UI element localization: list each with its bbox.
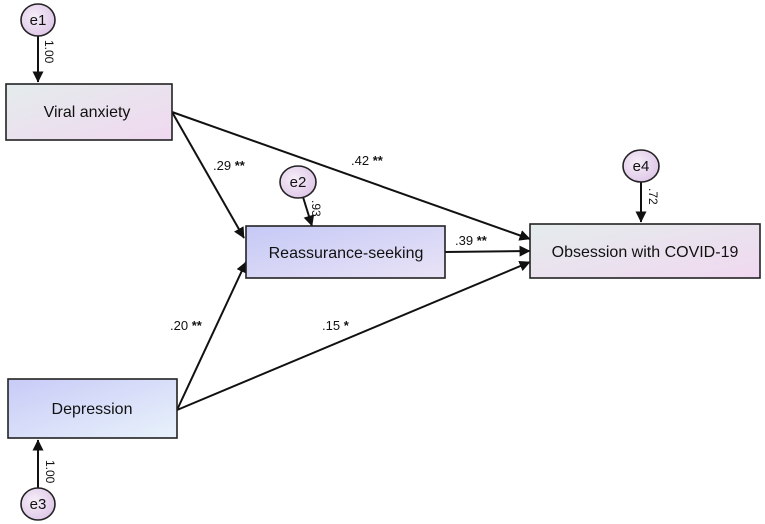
node-viral-anxiety: Viral anxiety — [5, 83, 173, 141]
svg-text:.15 *: .15 * — [322, 318, 350, 333]
path-viral-to-obsession — [171, 111, 531, 241]
error-e1-label: e1 — [30, 12, 47, 29]
error-e4-label: e4 — [633, 158, 650, 175]
path-viral-to-reassurance — [171, 111, 245, 239]
coef-viral-to-reassurance-sig: ** — [235, 158, 246, 173]
variance-e2: .93 — [309, 200, 323, 217]
coef-depression-to-obsession: .15 * — [322, 318, 350, 333]
path-depression-to-obsession — [176, 260, 531, 411]
node-depression: Depression — [7, 378, 178, 439]
svg-text:.42 **: .42 ** — [351, 153, 384, 168]
path-depression-to-reassurance — [176, 261, 247, 411]
svg-text:.39 **: .39 ** — [455, 233, 488, 248]
coef-reassurance-to-obsession: .39 ** — [455, 233, 488, 248]
node-obsession: Obsession with COVID-19 — [529, 223, 761, 279]
coef-depression-to-reassurance-sig: ** — [192, 318, 203, 333]
coef-depression-to-obsession-value: .15 — [322, 318, 340, 333]
coef-reassurance-to-obsession-value: .39 — [455, 233, 473, 248]
error-e3: e3 — [20, 487, 56, 521]
svg-text:.29 **: .29 ** — [213, 158, 246, 173]
coef-viral-to-obsession: .42 ** — [351, 153, 384, 168]
node-reassurance-seeking-label: Reassurance-seeking — [269, 245, 424, 262]
coef-reassurance-to-obsession-sig: ** — [477, 233, 488, 248]
variance-e3: 1.00 — [43, 460, 57, 484]
error-e2: e2 — [279, 165, 317, 199]
coef-viral-to-reassurance-value: .29 — [213, 158, 231, 173]
coef-depression-to-reassurance: .20 ** — [170, 318, 203, 333]
error-e3-label: e3 — [30, 496, 47, 513]
node-reassurance-seeking: Reassurance-seeking — [245, 225, 446, 279]
path-e2-to-reassurance — [302, 196, 315, 227]
error-e1: e1 — [20, 3, 56, 37]
coef-viral-to-obsession-value: .42 — [351, 153, 369, 168]
error-e2-label: e2 — [290, 174, 307, 191]
node-viral-anxiety-label: Viral anxiety — [44, 104, 131, 121]
coef-depression-to-reassurance-value: .20 — [170, 318, 188, 333]
coef-viral-to-obsession-sig: ** — [373, 153, 384, 168]
variance-e4: .72 — [646, 188, 660, 205]
path-reassurance-to-obsession — [444, 245, 531, 257]
variance-e1: 1.00 — [42, 40, 56, 64]
error-e4: e4 — [622, 149, 660, 183]
coef-viral-to-reassurance: .29 ** — [213, 158, 246, 173]
svg-text:.20 **: .20 ** — [170, 318, 203, 333]
node-depression-label: Depression — [52, 401, 133, 418]
node-obsession-label: Obsession with COVID-19 — [552, 244, 739, 261]
coef-depression-to-obsession-sig: * — [344, 318, 350, 333]
